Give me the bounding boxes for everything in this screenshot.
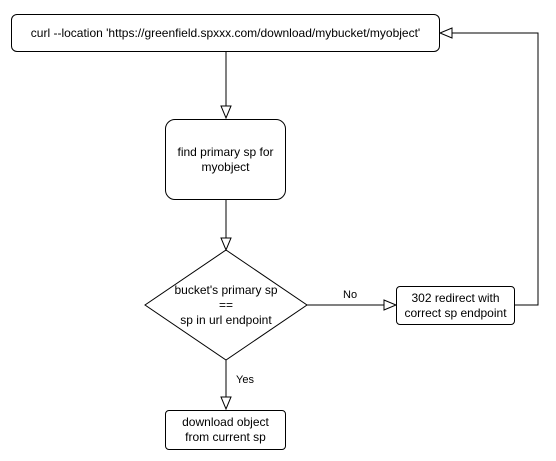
arrowhead-redirect-to-curl — [438, 27, 453, 39]
find-primary-sp-box: find primary sp for myobject — [165, 119, 286, 200]
no-edge-label: No — [343, 289, 358, 301]
redirect-box: 302 redirect with correct sp endpoint — [396, 286, 515, 325]
arrowhead-find-to-decision — [220, 237, 232, 252]
arrowhead-decision-to-download — [220, 396, 232, 411]
decision-text: bucket's primary sp == sp in url endpoin… — [160, 277, 292, 333]
arrowhead-decision-to-redirect — [383, 299, 398, 311]
decision-line-2: == — [218, 297, 233, 312]
curl-command-box: curl --location 'https://greenfield.spxx… — [11, 14, 440, 52]
yes-edge-label: Yes — [236, 374, 254, 386]
decision-line-1: bucket's primary sp — [174, 282, 278, 297]
edge-redirect-to-curl — [452, 32, 539, 306]
download-box: download object from current sp — [165, 410, 286, 450]
download-text: download object from current sp — [182, 415, 269, 444]
arrowhead-curl-to-find — [220, 105, 232, 120]
redirect-text: 302 redirect with correct sp endpoint — [404, 290, 507, 320]
curl-command-text: curl --location 'https://greenfield.spxx… — [30, 25, 421, 40]
decision-line-3: sp in url endpoint — [180, 312, 272, 327]
find-primary-sp-text: find primary sp for myobject — [177, 144, 274, 174]
